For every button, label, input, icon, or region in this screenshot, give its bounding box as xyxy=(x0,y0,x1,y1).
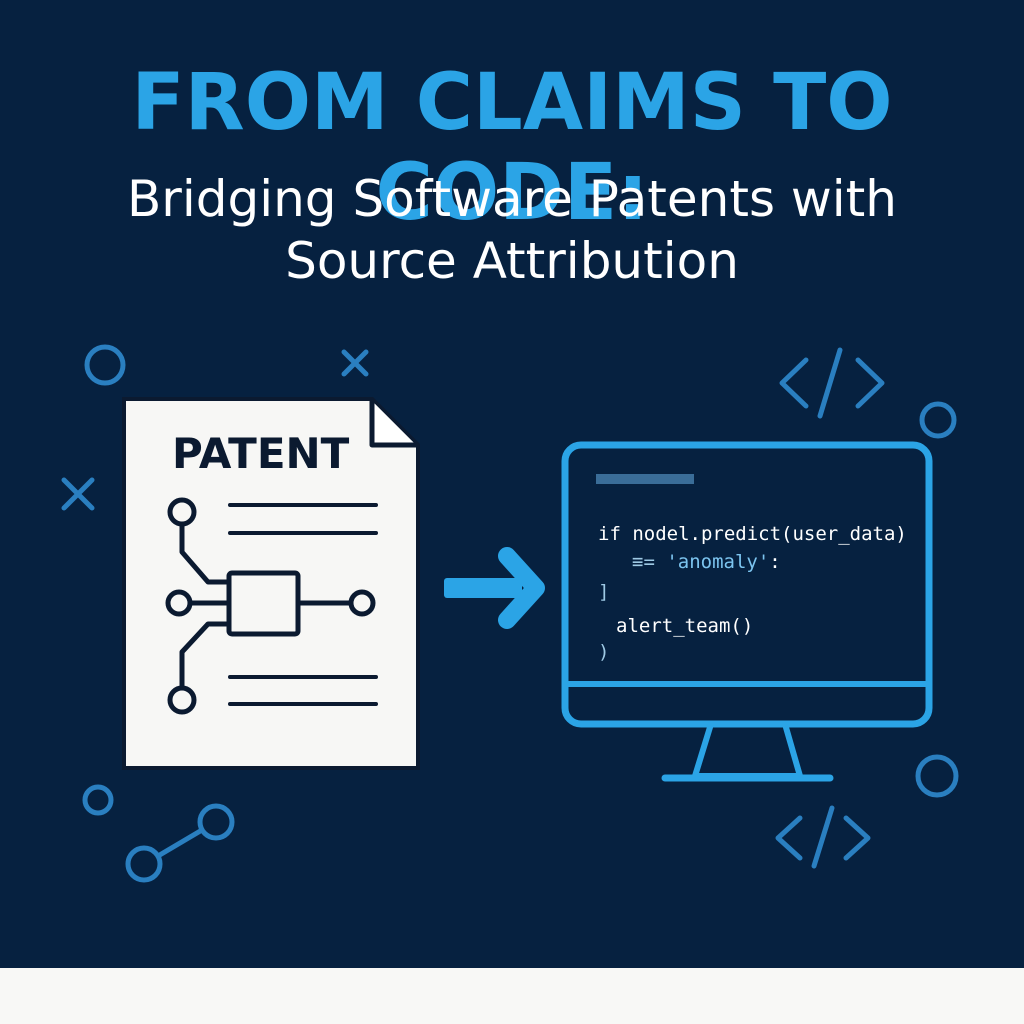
code-string: 'anomaly' xyxy=(666,551,769,573)
page-subtitle: Bridging Software Patents with Source At… xyxy=(0,168,1024,292)
page-fold xyxy=(369,401,416,448)
page-title: FROM CLAIMS TO CODE: xyxy=(131,58,893,238)
code-line-3: ] xyxy=(598,581,609,603)
patent-document: PATENT xyxy=(122,397,420,770)
bottom-strip xyxy=(0,968,1024,1024)
screen-title-bar xyxy=(596,474,694,484)
code-operator: ≡= xyxy=(632,551,666,573)
code-colon: : xyxy=(769,551,780,573)
patent-label: PATENT xyxy=(172,429,350,478)
poster: FROM CLAIMS TO CODE: Bridging Software P… xyxy=(0,0,1024,968)
cross-icon xyxy=(61,477,95,511)
subtitle-line-2: Source Attribution xyxy=(285,232,739,290)
code-line-2: ≡= 'anomaly': xyxy=(632,551,781,573)
code-line-1: if nodel.predict(user_data) xyxy=(598,523,907,545)
circle-icon xyxy=(915,754,959,798)
illustration: PATENT xyxy=(61,344,959,883)
code-line-5: ) xyxy=(598,641,609,663)
code-tag-icon xyxy=(775,805,871,869)
code-line-4: alert_team() xyxy=(616,615,753,637)
code-tag-icon xyxy=(779,347,885,419)
connection-node-icon xyxy=(125,803,235,883)
document-text-lines xyxy=(228,503,378,706)
circle-icon xyxy=(919,401,957,439)
circle-icon xyxy=(82,784,114,816)
cross-icon xyxy=(341,349,369,377)
arrow-right-icon xyxy=(444,547,545,629)
subtitle-line-1: Bridging Software Patents with xyxy=(127,170,897,228)
monitor-stand xyxy=(692,721,803,779)
monitor-icon: if nodel.predict(user_data) ≡= 'anomaly'… xyxy=(561,441,933,782)
circle-icon xyxy=(84,344,126,386)
circuit-diagram-icon xyxy=(165,497,376,715)
